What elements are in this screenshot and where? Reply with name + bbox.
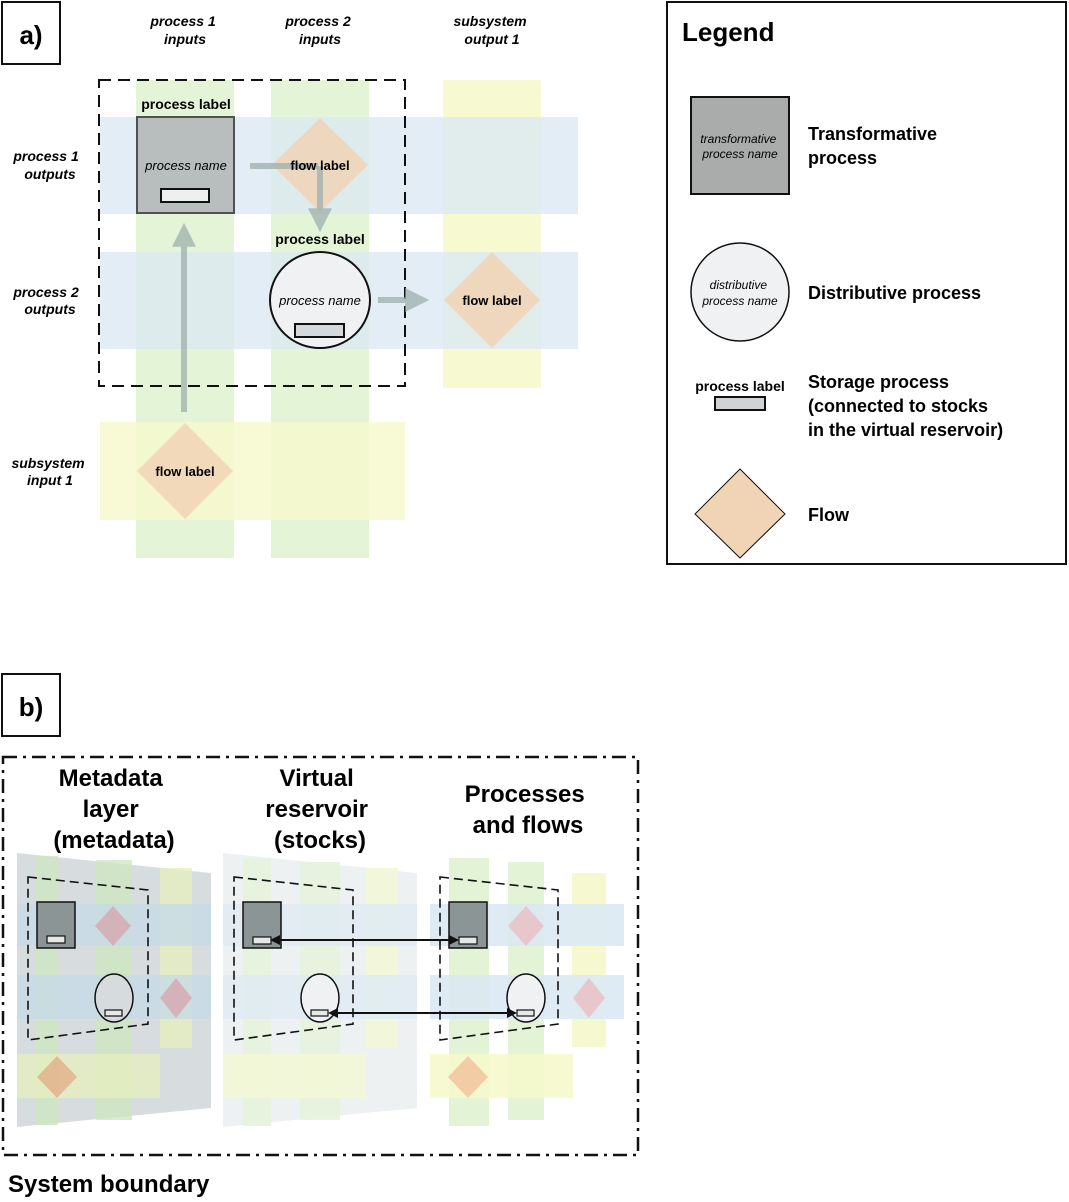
legend-transformative-icon-line1: transformative xyxy=(700,132,776,146)
flow-diamond-top xyxy=(272,118,368,212)
svg-text:process 2 inputs: process 2 inputs xyxy=(284,13,354,47)
legend-distributive-icon xyxy=(690,242,790,342)
legend-transformative-line1: Transformative xyxy=(808,124,937,144)
legend-storage-icon-label: process label xyxy=(695,378,785,394)
legend-distributive-label: Distributive process xyxy=(808,283,981,303)
svg-text:Storage process (connect: Storage process (connected to stocks in … xyxy=(808,372,1003,440)
panel-b-tag: b) xyxy=(19,692,44,722)
layer-title-reservoir-line1: Virtual xyxy=(280,765,354,792)
legend-flow-icon xyxy=(694,468,786,559)
metadata-flow-2 xyxy=(160,978,192,1018)
metadata-flow-1 xyxy=(95,906,131,946)
svg-text:subsystem output 1: subsystem output 1 xyxy=(453,13,530,47)
subsystem-boundary xyxy=(98,79,406,387)
flow-label-right: flow label xyxy=(462,293,521,308)
panel-a-tag-box xyxy=(1,1,61,65)
processes-transformative-slot xyxy=(458,936,478,945)
col-header-2-line1: process 2 xyxy=(284,13,351,29)
metadata-flow-3 xyxy=(37,1056,77,1098)
panel-b: b) Metadata layer (metadata) Virtual res… xyxy=(1,673,640,1198)
transformative-process-name: process name xyxy=(144,158,227,173)
processes-layer xyxy=(430,858,624,1126)
legend-transformative-line2: process xyxy=(808,148,877,168)
transformative-storage-slot xyxy=(160,188,210,203)
metadata-distributive-slot xyxy=(104,1009,123,1017)
processes-flow-3 xyxy=(448,1056,488,1098)
panel-a: a) process 1 inputs process 2 inputs sub… xyxy=(1,1,578,558)
legend-storage-icon xyxy=(714,396,766,411)
legend-storage-line3: in the virtual reservoir) xyxy=(808,420,1003,440)
svg-text:distributive process nam: distributive process name xyxy=(701,278,778,308)
layer-title-processes-line2: and flows xyxy=(473,812,584,839)
reservoir-distributive-slot xyxy=(310,1009,329,1017)
flow-diamond-right xyxy=(444,252,540,348)
legend-title: Legend xyxy=(682,17,774,47)
panel-a-tag: a) xyxy=(19,20,42,50)
col-header-2-line2: inputs xyxy=(299,31,341,47)
distributive-process-name: process name xyxy=(278,293,361,308)
col-header-1-line2: inputs xyxy=(164,31,206,47)
panel-b-tag-box xyxy=(1,673,61,737)
row-header-2-line2: outputs xyxy=(24,301,76,317)
system-boundary xyxy=(1,755,640,1157)
metadata-band-col3 xyxy=(160,868,192,1048)
layer-title-metadata-line1: Metadata xyxy=(59,765,164,792)
processes-distributive-slot xyxy=(516,1009,535,1017)
metadata-transformative-slot xyxy=(46,935,66,944)
svg-text:process 1 outputs: process 1 outputs xyxy=(12,148,82,182)
svg-text:Virtual reservoir: Virtual reservoir (stocks) xyxy=(265,765,374,854)
system-boundary-label: System boundary xyxy=(8,1171,210,1198)
reservoir-transformative-slot xyxy=(252,936,272,945)
layer-title-reservoir-line3: (stocks) xyxy=(274,827,366,854)
processes-band-col3 xyxy=(572,873,606,1047)
layer-title-metadata-line3: (metadata) xyxy=(53,827,174,854)
layer-title-reservoir-line2: reservoir xyxy=(265,796,368,823)
row-header-1-line1: process 1 xyxy=(12,148,79,164)
reservoir-band-col3 xyxy=(366,868,398,1048)
legend-storage-line2: (connected to stocks xyxy=(808,396,988,416)
row-header-2-line1: process 2 xyxy=(12,284,79,300)
legend: Legend transformative process name Trans… xyxy=(666,1,1067,565)
layer-title-metadata-line2: layer xyxy=(83,796,139,823)
legend-distributive-icon-line1: distributive xyxy=(710,278,768,292)
row-header-1-line2: outputs xyxy=(24,166,76,182)
legend-flow-label: Flow xyxy=(808,505,850,525)
svg-text:transformative process n: transformative process name xyxy=(700,132,779,161)
svg-text:Transformative process: Transformative process xyxy=(808,124,942,168)
col-header-3-line2: output 1 xyxy=(464,31,519,47)
processes-flow-2 xyxy=(573,978,605,1018)
flow-label-bottom: flow label xyxy=(155,464,214,479)
legend-transformative-icon-line2: process name xyxy=(701,147,778,161)
col-header-3-line1: subsystem xyxy=(453,13,526,29)
layer-title-processes-line1: Processes xyxy=(465,781,585,808)
legend-distributive-icon-line2: process name xyxy=(701,294,778,308)
reservoir-band-row3 xyxy=(223,1054,366,1098)
col-header-1-line1: process 1 xyxy=(149,13,216,29)
svg-text:Processes and flows: Processes and flows xyxy=(465,781,592,839)
metadata-layer xyxy=(17,853,211,1127)
flow-diamond-bottom xyxy=(137,423,233,519)
processes-subsystem-boundary xyxy=(439,876,559,1041)
legend-storage-line1: Storage process xyxy=(808,372,949,392)
row-header-3-line1: subsystem xyxy=(11,455,84,471)
svg-text:Metadata layer (me: Metadata layer (metadata) xyxy=(53,765,174,854)
metadata-subsystem-boundary xyxy=(27,876,149,1041)
processes-flow-1 xyxy=(508,906,544,946)
reservoir-subsystem-boundary xyxy=(233,876,354,1041)
svg-text:process 1 inputs: process 1 inputs xyxy=(149,13,219,47)
distributive-process-label: process label xyxy=(275,231,365,247)
row-header-3-line2: input 1 xyxy=(27,472,73,488)
legend-transformative-icon xyxy=(690,96,790,195)
svg-text:process 2 outputs: process 2 outputs xyxy=(12,284,82,317)
reservoir-layer xyxy=(223,853,417,1127)
flow-label-top: flow label xyxy=(290,158,349,173)
svg-text:subsystem input 1: subsystem input 1 xyxy=(11,455,88,488)
transformative-process-label: process label xyxy=(141,96,231,112)
distributive-storage-slot xyxy=(294,323,345,338)
